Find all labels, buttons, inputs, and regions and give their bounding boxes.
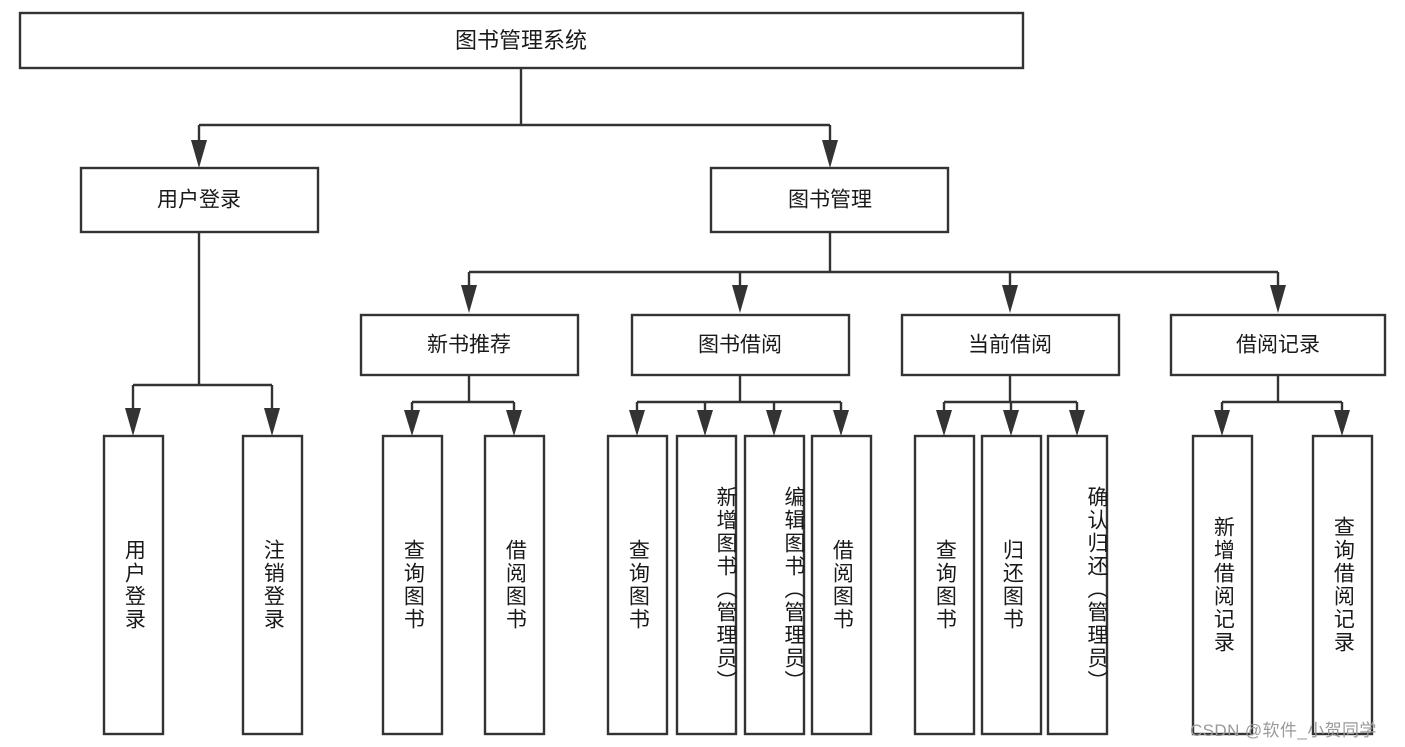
arrow-head-icon [1003, 410, 1019, 436]
node-book-management-label: 图书管理 [788, 189, 872, 212]
arrow-head-icon [404, 410, 420, 436]
leaf-current-borrow-0[interactable] [913, 434, 976, 736]
node-borrow-records[interactable]: 借阅记录 [1169, 313, 1387, 377]
node-current-borrow[interactable]: 当前借阅 [900, 313, 1121, 377]
leaf-borrow-records-1[interactable] [1311, 434, 1374, 736]
arrow-head-icon [1002, 285, 1018, 313]
connector-recommend-to-leaves [404, 375, 522, 436]
node-new-book-recommend[interactable]: 新书推荐 [359, 313, 580, 377]
node-book-borrow-label: 图书借阅 [698, 334, 782, 357]
node-current-borrow-label: 当前借阅 [968, 334, 1052, 357]
node-root-label: 图书管理系统 [455, 28, 587, 53]
leaf-book-borrow-3[interactable] [810, 434, 873, 736]
arrow-head-icon [1214, 410, 1230, 436]
connector-root-to-level1 [191, 68, 838, 168]
arrow-head-icon [833, 410, 849, 436]
arrow-head-icon [191, 140, 207, 168]
connector-borrowrecords-to-leaves [1214, 375, 1350, 436]
arrow-head-icon [506, 410, 522, 436]
node-user-login[interactable]: 用户登录 [79, 166, 320, 234]
arrow-head-icon [936, 410, 952, 436]
node-book-management[interactable]: 图书管理 [709, 166, 950, 234]
leaf-user-login-1[interactable] [241, 434, 304, 736]
node-root[interactable]: 图书管理系统 [18, 11, 1025, 70]
arrow-head-icon [264, 408, 280, 436]
leaf-recommend-0[interactable] [381, 434, 444, 736]
arrow-head-icon [125, 408, 141, 436]
arrow-head-icon [461, 285, 477, 313]
arrow-head-icon [1334, 410, 1350, 436]
leaf-current-borrow-2[interactable] [1046, 434, 1109, 736]
connector-currentborrow-to-leaves [936, 375, 1085, 436]
node-book-borrow[interactable]: 图书借阅 [630, 313, 851, 377]
leaf-book-borrow-2[interactable] [743, 434, 806, 736]
arrow-head-icon [822, 140, 838, 168]
node-user-login-label: 用户登录 [157, 189, 241, 212]
connector-bookborrow-to-leaves [629, 375, 849, 436]
leaf-current-borrow-1[interactable] [980, 434, 1043, 736]
leaf-book-borrow-0[interactable] [606, 434, 669, 736]
connector-bookmgmt-to-level2 [461, 232, 1286, 313]
connector-userlogin-to-leaves [125, 232, 280, 436]
arrow-head-icon [766, 410, 782, 436]
arrow-head-icon [1069, 410, 1085, 436]
csdn-watermark: CSDN @软件_小贺同学 [1190, 721, 1377, 740]
node-borrow-records-label: 借阅记录 [1236, 334, 1320, 357]
arrow-head-icon [629, 410, 645, 436]
node-new-book-recommend-label: 新书推荐 [427, 334, 511, 357]
arrow-head-icon [732, 285, 748, 313]
leaf-book-borrow-1[interactable] [675, 434, 738, 736]
leaf-recommend-1[interactable] [483, 434, 546, 736]
leaf-user-login-0[interactable] [102, 434, 165, 736]
leaf-borrow-records-0[interactable] [1191, 434, 1254, 736]
arrow-head-icon [1270, 285, 1286, 313]
arrow-head-icon [697, 410, 713, 436]
